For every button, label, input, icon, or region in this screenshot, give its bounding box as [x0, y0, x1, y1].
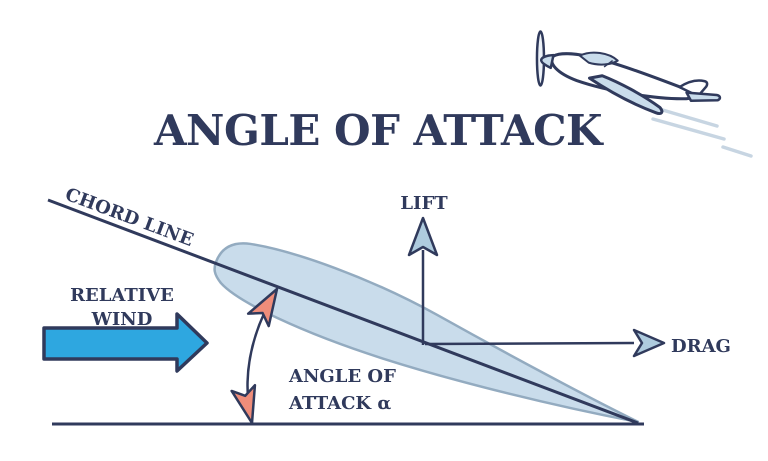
relative-wind-label-line1: RELATIVE [70, 285, 174, 306]
lift-arrow-icon [407, 216, 439, 345]
angle-of-attack-label-line1: ANGLE OF [288, 366, 396, 387]
tail-fin [678, 79, 709, 98]
angle-of-attack-label-line2: ATTACK α [288, 393, 391, 414]
chord-line-label: CHORD LINE [62, 184, 196, 251]
drag-arrow-icon [424, 328, 666, 358]
lift-label: LIFT [400, 193, 448, 214]
airfoil-shape [213, 242, 640, 424]
wing [587, 74, 664, 115]
canopy [578, 51, 619, 66]
angle-double-arrow-icon [230, 287, 279, 425]
airplane-icon [535, 30, 753, 158]
page-title: ANGLE OF ATTACK [153, 106, 604, 155]
nose-cone [539, 53, 555, 70]
motion-trail-lines [647, 104, 753, 158]
chord-line [47, 198, 639, 425]
tail-stabilizer [685, 91, 722, 102]
drag-label: DRAG [671, 336, 731, 357]
relative-wind-arrow-icon [42, 312, 209, 373]
relative-wind-label-line2: WIND [91, 309, 153, 330]
